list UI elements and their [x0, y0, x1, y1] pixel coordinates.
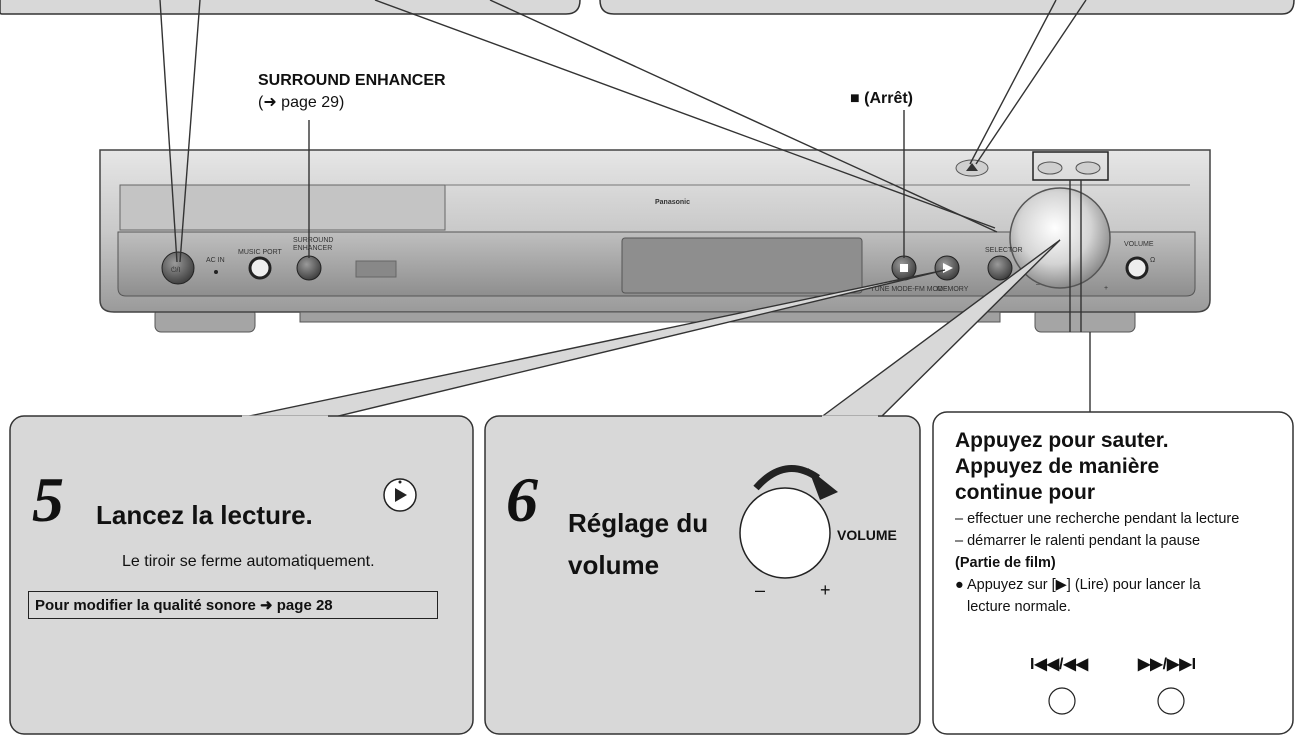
skip-next-button [1157, 687, 1185, 715]
skip-panel-text: Appuyez pour sauter. Appuyez de manière … [955, 428, 1285, 618]
svg-text:+: + [1104, 285, 1108, 292]
svg-text:ENHANCER: ENHANCER [293, 245, 332, 252]
step5-description: Le tiroir se ferme automatiquement. [122, 553, 375, 570]
svg-text:MUSIC PORT: MUSIC PORT [238, 249, 283, 256]
svg-text:-TUNE MODE-FM MODE: -TUNE MODE-FM MODE [868, 286, 948, 293]
skip-title-line2: Appuyez de manière [955, 455, 1160, 478]
disc-tray [119, 184, 446, 231]
step6-plus: + [820, 580, 831, 600]
step5-number: 5 [32, 464, 64, 535]
headphone-jack [1125, 256, 1149, 280]
skip-item-search: – effectuer une recherche pendant la lec… [955, 511, 1240, 527]
skip-title-line3: continue pour [955, 481, 1095, 504]
top-left-callout [0, 0, 581, 15]
svg-text:SELECTOR: SELECTOR [985, 247, 1023, 254]
skip-item-film: (Partie de film) [955, 555, 1056, 571]
svg-text:AC IN: AC IN [206, 257, 225, 264]
skip-item-play-line1: ● Appuyez sur [▶] (Lire) pour lancer la [955, 577, 1201, 593]
step6-knob-label: VOLUME [837, 527, 897, 543]
svg-text:SURROUND: SURROUND [293, 237, 333, 244]
svg-text:Ω: Ω [1150, 257, 1155, 264]
brand-logo: Panasonic [655, 199, 690, 206]
step5-title: Lancez la lecture. [96, 500, 313, 530]
skip-item-play-line2: lecture normale. [967, 599, 1071, 615]
step6-panel [484, 415, 921, 735]
svg-text:MEMORY: MEMORY [937, 286, 969, 293]
surround-enhancer-button [296, 255, 322, 281]
svg-text:⏻/I: ⏻/I [171, 266, 180, 274]
surround-enhancer-label: SURROUND ENHANCER [258, 72, 446, 89]
volume-knob-icon [739, 487, 831, 579]
step6-title-line1: Réglage du [568, 508, 709, 538]
step5-panel [9, 415, 474, 735]
svg-text:–: – [1036, 281, 1040, 288]
skip-panel [932, 411, 1294, 735]
skip-item-slow: – démarrer le ralenti pendant la pause [955, 533, 1201, 549]
display-window [621, 237, 863, 294]
step6-title-line2: volume [568, 550, 660, 580]
skip-next-label: ▶▶/▶▶I [1138, 656, 1197, 673]
music-port [248, 256, 272, 280]
skip-prev-label: I◀◀/◀◀ [1030, 656, 1089, 673]
stop-label: ■ (Arrêt) [850, 90, 913, 107]
selector-button [987, 255, 1013, 281]
step6-number: 6 [506, 464, 538, 535]
power-button [161, 251, 195, 285]
top-right-callout [599, 0, 1295, 15]
sound-quality-note: Pour modifier la qualité sonore ➜ page 2… [28, 591, 438, 619]
step6-minus: – [755, 580, 766, 600]
svg-text:VOLUME: VOLUME [1124, 241, 1154, 248]
skip-prev-button [1048, 687, 1076, 715]
surround-page-ref: (➜ page 29) [258, 94, 345, 111]
skip-title-line1: Appuyez pour sauter. [955, 429, 1169, 452]
